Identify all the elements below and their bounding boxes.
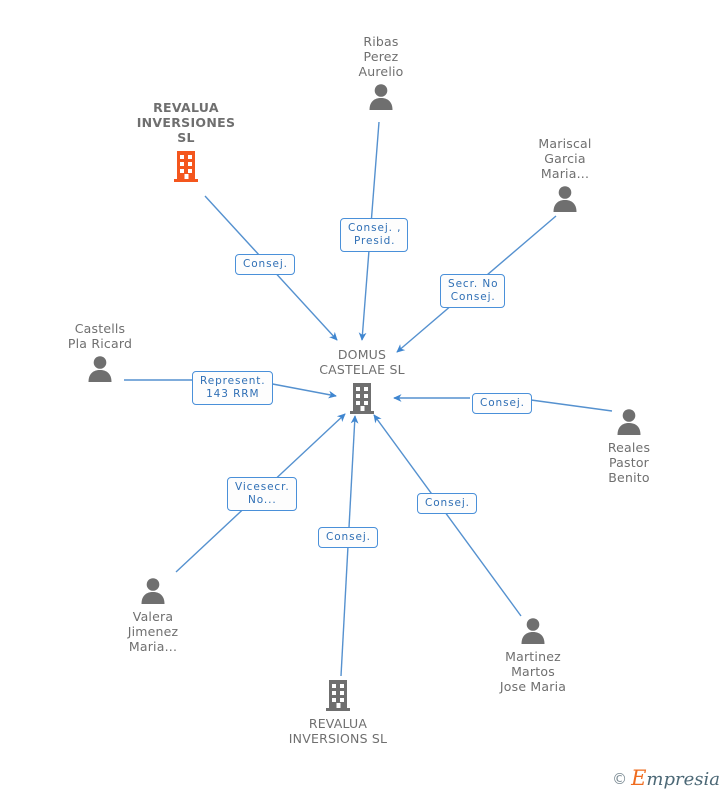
node-label: Valera Jimenez Maria...	[127, 609, 179, 654]
company-building-icon	[111, 149, 261, 183]
node-label: Ribas Perez Aurelio	[358, 34, 404, 79]
node-domus-castelae[interactable]: DOMUS CASTELAE SL	[287, 347, 437, 415]
person-icon	[554, 408, 704, 436]
edge-label-ribas-perez[interactable]: Consej. , Presid.	[340, 218, 409, 252]
company-building-icon	[263, 678, 413, 712]
node-mariscal-garcia-maria[interactable]: Mariscal Garcia Maria...	[490, 136, 640, 213]
node-label: Mariscal Garcia Maria...	[538, 136, 592, 181]
node-label: Martinez Martos Jose Maria	[499, 649, 567, 694]
person-icon	[25, 355, 175, 383]
node-revalua-inversiones[interactable]: REVALUA INVERSIONES SL	[111, 100, 261, 183]
edge-label-valera-jimenez[interactable]: Vicesecr. No...	[227, 477, 297, 511]
brand-rest: mpresia	[646, 769, 720, 790]
brand-wordmark: Empresia	[631, 766, 720, 790]
company-building-icon	[287, 381, 437, 415]
node-label: DOMUS CASTELAE SL	[319, 347, 405, 377]
node-castells-pla-ricard[interactable]: Castells Pla Ricard	[25, 321, 175, 383]
brand-initial: E	[631, 766, 647, 790]
node-valera-jimenez-maria[interactable]: Valera Jimenez Maria...	[78, 577, 228, 654]
node-label: Castells Pla Ricard	[67, 321, 133, 351]
person-icon	[306, 83, 456, 111]
edge-label-revalua-inversions[interactable]: Consej.	[318, 527, 378, 548]
node-label: REVALUA INVERSIONES SL	[136, 100, 236, 145]
person-icon	[78, 577, 228, 605]
node-martinez-martos-jose-maria[interactable]: Martinez Martos Jose Maria	[458, 617, 608, 694]
person-icon	[490, 185, 640, 213]
edge-label-mariscal-garcia[interactable]: Secr. No Consej.	[440, 274, 506, 308]
node-revalua-inversions[interactable]: REVALUA INVERSIONS SL	[263, 678, 413, 746]
copyright-symbol: ©	[612, 769, 628, 788]
edge-line-martinez-martos	[373, 414, 522, 617]
edge-label-castells-pla[interactable]: Represent. 143 RRM	[192, 371, 273, 405]
edge-label-revalua-inversiones[interactable]: Consej.	[235, 254, 295, 275]
node-reales-pastor-benito[interactable]: Reales Pastor Benito	[554, 408, 704, 485]
empresia-watermark: © Empresia	[612, 766, 720, 790]
node-label: REVALUA INVERSIONS SL	[288, 716, 388, 746]
node-ribas-perez-aurelio[interactable]: Ribas Perez Aurelio	[306, 34, 456, 111]
edge-label-reales-pastor[interactable]: Consej.	[472, 393, 532, 414]
node-label: Reales Pastor Benito	[607, 440, 651, 485]
person-icon	[458, 617, 608, 645]
edge-label-martinez-martos[interactable]: Consej.	[417, 493, 477, 514]
